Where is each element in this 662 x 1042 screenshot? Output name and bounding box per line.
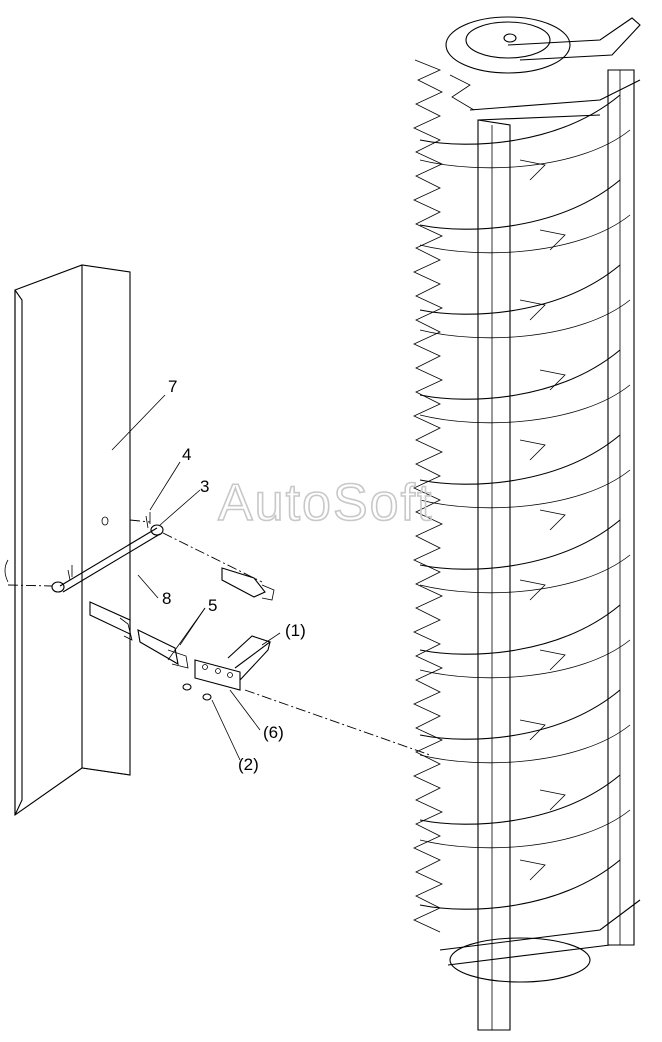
- label-part-3: 3: [200, 477, 209, 496]
- label-part-2: (2): [238, 755, 259, 774]
- straps: [89, 567, 275, 669]
- side-panel: [4, 264, 131, 817]
- rod-assembly: [7, 512, 263, 593]
- spiral-flights: [419, 94, 631, 910]
- label-part-6: (6): [263, 723, 284, 742]
- label-part-8: 8: [162, 589, 171, 608]
- flight-teeth: [413, 59, 566, 933]
- label-part-5: 5: [208, 596, 217, 615]
- label-part-7: 7: [168, 377, 177, 396]
- bracket-assembly: [182, 635, 431, 756]
- rotor-column: [439, 16, 641, 1031]
- watermark-text: AutoSoft: [218, 474, 433, 532]
- label-part-1: (1): [285, 621, 306, 640]
- leader-lines: [111, 394, 281, 761]
- label-part-4: 4: [182, 445, 191, 464]
